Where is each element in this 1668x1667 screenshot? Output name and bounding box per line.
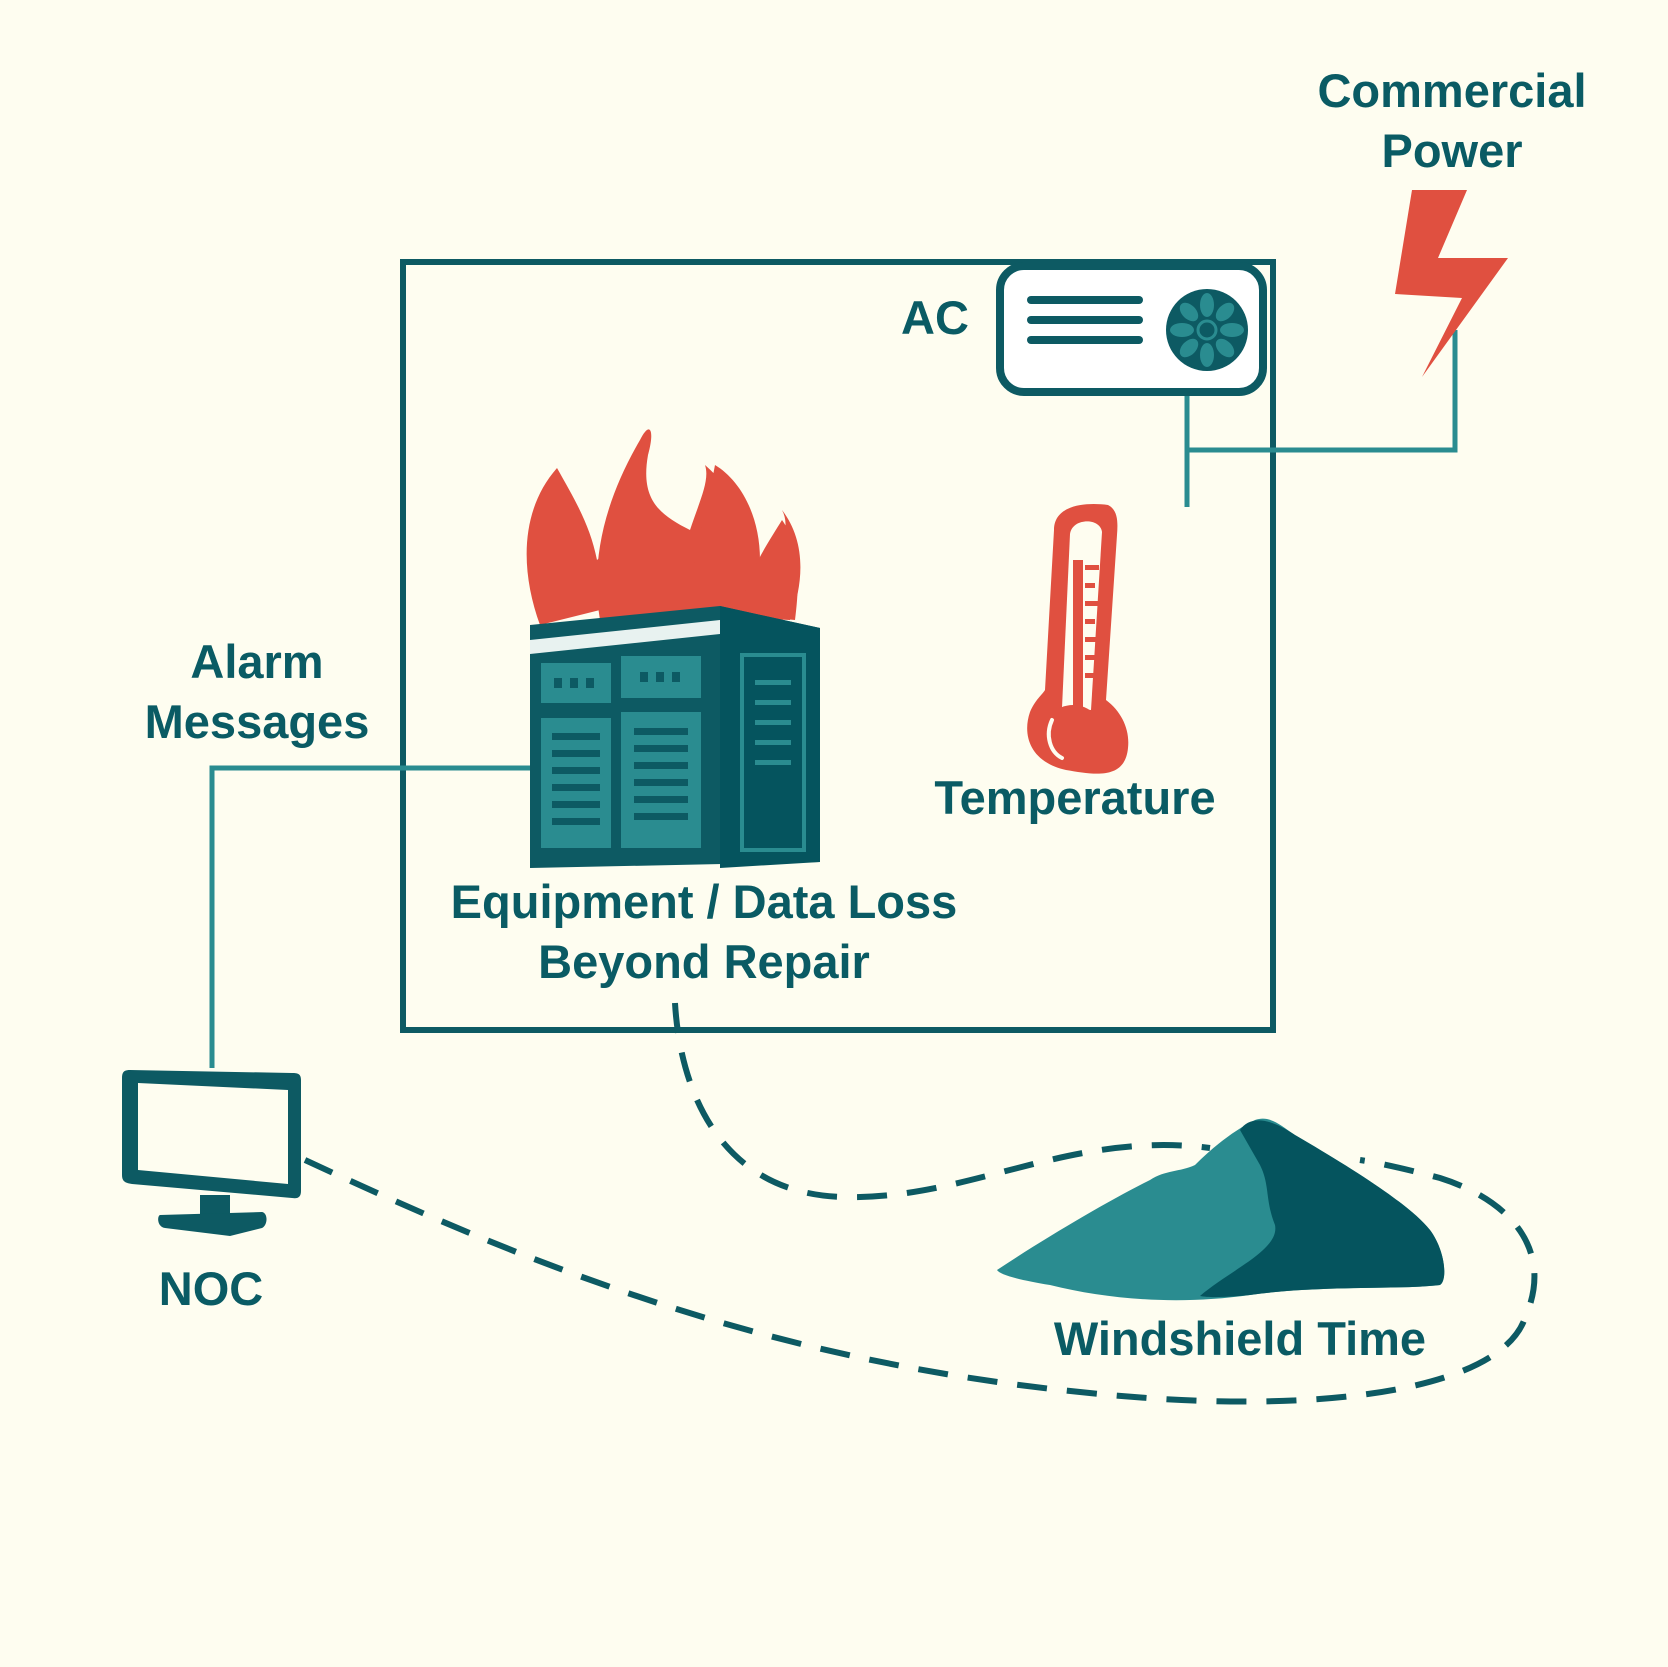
label-commercial-power-line2: Power xyxy=(1381,124,1523,177)
label-temperature: Temperature xyxy=(934,771,1216,824)
label-equipment-loss-line2: Beyond Repair xyxy=(538,935,870,988)
lightning-bolt-icon xyxy=(1395,190,1508,377)
label-alarm-messages: Alarm Messages xyxy=(116,632,398,752)
thermometer-icon xyxy=(1027,504,1129,774)
label-windshield-time: Windshield Time xyxy=(1053,1312,1427,1365)
route-loop xyxy=(303,1157,1538,1405)
connector-lines xyxy=(209,330,1458,1068)
label-equipment-loss-line1: Equipment / Data Loss xyxy=(450,875,958,928)
label-alarm-messages-line2: Messages xyxy=(144,695,370,748)
windshield-route xyxy=(303,1002,1538,1405)
air-conditioner-icon xyxy=(996,262,1267,396)
monitor-icon xyxy=(122,1070,301,1236)
label-ac: AC xyxy=(901,291,969,344)
flame-icon xyxy=(526,429,801,625)
label-commercial-power-line1: Commercial xyxy=(1317,64,1587,117)
facility-box xyxy=(400,259,1276,1033)
power-line xyxy=(1187,330,1458,453)
mountain-icon xyxy=(997,1118,1445,1301)
server-rack-icon xyxy=(530,606,820,868)
label-equipment-loss: Equipment / Data Loss Beyond Repair xyxy=(419,872,989,992)
label-commercial-power: Commercial Power xyxy=(1287,61,1617,181)
label-alarm-messages-line1: Alarm xyxy=(190,635,324,688)
alarm-line xyxy=(209,765,530,1068)
label-noc: NOC xyxy=(158,1262,264,1315)
